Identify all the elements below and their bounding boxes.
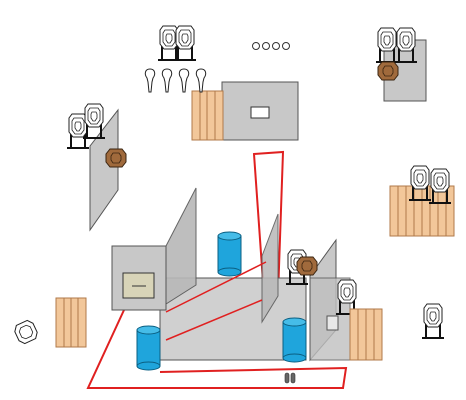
shooter-start-marker bbox=[284, 372, 296, 384]
shooting-window bbox=[326, 315, 339, 331]
shooting-window bbox=[250, 106, 270, 119]
wall-center-left bbox=[165, 187, 197, 305]
popper-target-icon bbox=[195, 68, 207, 93]
pallet-left bbox=[55, 297, 87, 348]
steel-plate-icon bbox=[252, 42, 290, 50]
no-shoot-target-icon bbox=[296, 256, 318, 276]
wall-left bbox=[89, 108, 119, 232]
pallet-right bbox=[389, 185, 455, 237]
target-stand-icon bbox=[421, 303, 445, 339]
popper-target-icon bbox=[178, 68, 190, 93]
target-stand-icon bbox=[82, 103, 106, 139]
pallet-top-center bbox=[191, 90, 224, 141]
barrel-icon bbox=[217, 231, 242, 277]
target-icon bbox=[14, 319, 38, 345]
popper-target-icon bbox=[144, 68, 156, 93]
fault-line-upper bbox=[252, 150, 285, 297]
fault-line-diag-1 bbox=[165, 261, 267, 313]
target-stand-icon bbox=[173, 25, 197, 61]
fault-line-diag-2 bbox=[165, 299, 263, 341]
barrel-icon bbox=[136, 325, 161, 371]
barrel-icon bbox=[282, 317, 307, 363]
popper-target-icon bbox=[161, 68, 173, 93]
fault-line bbox=[86, 309, 348, 389]
no-shoot-target-icon bbox=[105, 148, 127, 168]
pallet-right-lower bbox=[349, 308, 383, 361]
no-shoot-target-icon bbox=[377, 61, 399, 81]
